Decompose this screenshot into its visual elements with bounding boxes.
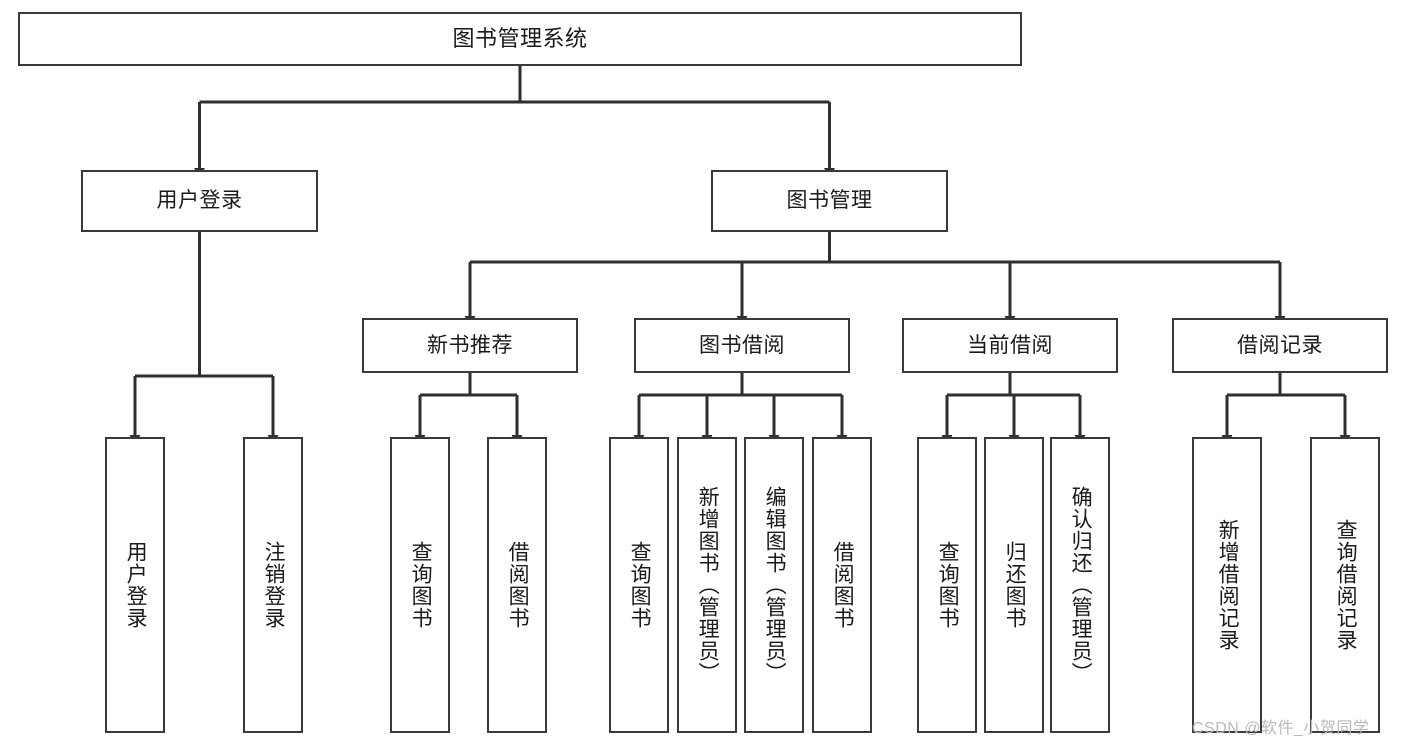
node-label: 归还图书 bbox=[1003, 541, 1027, 629]
node-user-login[interactable]: 用户登录 bbox=[81, 170, 318, 232]
node-label: 用户登录 bbox=[156, 189, 243, 213]
node-label: 借阅记录 bbox=[1237, 333, 1323, 357]
node-root[interactable]: 图书管理系统 bbox=[18, 12, 1022, 66]
node-label: 借阅图书 bbox=[506, 541, 530, 629]
node-label: 查询借阅记录 bbox=[1334, 519, 1358, 651]
node-book-manage[interactable]: 图书管理 bbox=[711, 170, 948, 232]
node-book-borrow[interactable]: 图书借阅 bbox=[634, 318, 850, 373]
node-label: 图书管理系统 bbox=[452, 25, 588, 51]
leaf-user-login[interactable]: 用户登录 bbox=[105, 437, 165, 733]
leaf-logout[interactable]: 注销登录 bbox=[243, 437, 303, 733]
node-label: 借阅图书 bbox=[831, 541, 855, 629]
node-label: 新增图书（管理员） bbox=[696, 486, 720, 684]
node-label: 查询图书 bbox=[936, 541, 960, 629]
node-label: 编辑图书（管理员） bbox=[763, 486, 787, 684]
node-label: 查询图书 bbox=[409, 541, 433, 629]
leaf-query-record[interactable]: 查询借阅记录 bbox=[1310, 437, 1380, 733]
leaf-add-book[interactable]: 新增图书（管理员） bbox=[677, 437, 737, 733]
node-label: 确认归还（管理员） bbox=[1069, 486, 1093, 684]
node-label: 当前借阅 bbox=[967, 333, 1053, 357]
leaf-confirm-return[interactable]: 确认归还（管理员） bbox=[1050, 437, 1110, 733]
node-label: 图书管理 bbox=[786, 189, 873, 213]
leaf-return-book[interactable]: 归还图书 bbox=[984, 437, 1044, 733]
node-label: 新增借阅记录 bbox=[1216, 519, 1240, 651]
node-label: 图书借阅 bbox=[699, 333, 785, 357]
node-label: 用户登录 bbox=[124, 541, 148, 629]
leaf-query-book-rec[interactable]: 查询图书 bbox=[390, 437, 450, 733]
node-label: 查询图书 bbox=[628, 541, 652, 629]
node-label: 注销登录 bbox=[262, 541, 286, 629]
leaf-add-record[interactable]: 新增借阅记录 bbox=[1192, 437, 1262, 733]
node-borrow-record[interactable]: 借阅记录 bbox=[1172, 318, 1388, 373]
node-current-borrow[interactable]: 当前借阅 bbox=[902, 318, 1118, 373]
leaf-borrow-book-bor[interactable]: 借阅图书 bbox=[812, 437, 872, 733]
leaf-query-book-cur[interactable]: 查询图书 bbox=[917, 437, 977, 733]
leaf-edit-book[interactable]: 编辑图书（管理员） bbox=[744, 437, 804, 733]
node-label: 新书推荐 bbox=[427, 333, 513, 357]
leaf-borrow-book-rec[interactable]: 借阅图书 bbox=[487, 437, 547, 733]
node-new-book-rec[interactable]: 新书推荐 bbox=[362, 318, 578, 373]
leaf-query-book-bor[interactable]: 查询图书 bbox=[609, 437, 669, 733]
connector-group bbox=[135, 66, 1345, 436]
